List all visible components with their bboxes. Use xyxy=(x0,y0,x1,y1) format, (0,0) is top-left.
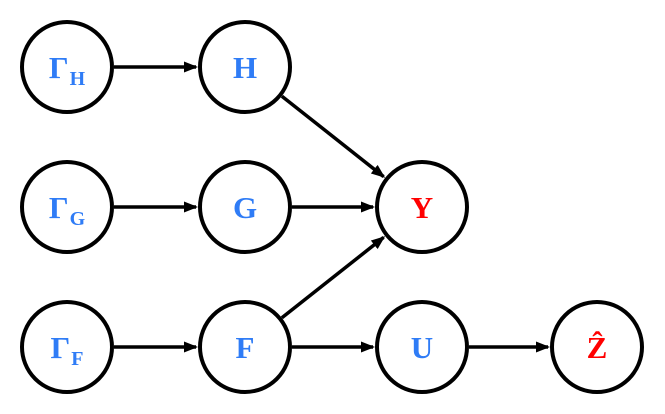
edge-h-to-y xyxy=(280,94,386,178)
node-gamma_f: ΓF xyxy=(20,300,114,394)
node-label-h: H xyxy=(233,50,257,85)
node-y: Y xyxy=(375,160,469,254)
node-gamma_g: ΓG xyxy=(20,160,114,254)
node-circle-gamma_f xyxy=(20,300,114,394)
node-circle-gamma_h xyxy=(20,20,114,114)
node-label-g: G xyxy=(233,190,257,225)
edge-f-to-y xyxy=(280,236,386,320)
node-circle-f xyxy=(198,300,292,394)
node-g: G xyxy=(198,160,292,254)
node-circle-z_hat xyxy=(550,300,644,394)
node-label-gamma_h: ΓH xyxy=(49,50,86,90)
node-circle-u xyxy=(375,300,469,394)
node-label-f: F xyxy=(236,330,255,365)
node-label-u: U xyxy=(411,330,433,365)
node-label-gamma_f: ΓF xyxy=(51,330,84,370)
node-h: H xyxy=(198,20,292,114)
node-label-y: Y xyxy=(411,190,433,225)
node-circle-y xyxy=(375,160,469,254)
node-gamma_h: ΓH xyxy=(20,20,114,114)
node-circle-h xyxy=(198,20,292,114)
node-f: F xyxy=(198,300,292,394)
node-label-gamma_g: ΓG xyxy=(49,190,86,230)
node-circle-gamma_g xyxy=(20,160,114,254)
node-label-z_hat: Ẑ xyxy=(587,330,608,365)
node-u: U xyxy=(375,300,469,394)
node-circle-g xyxy=(198,160,292,254)
node-z_hat: Ẑ xyxy=(550,300,644,394)
